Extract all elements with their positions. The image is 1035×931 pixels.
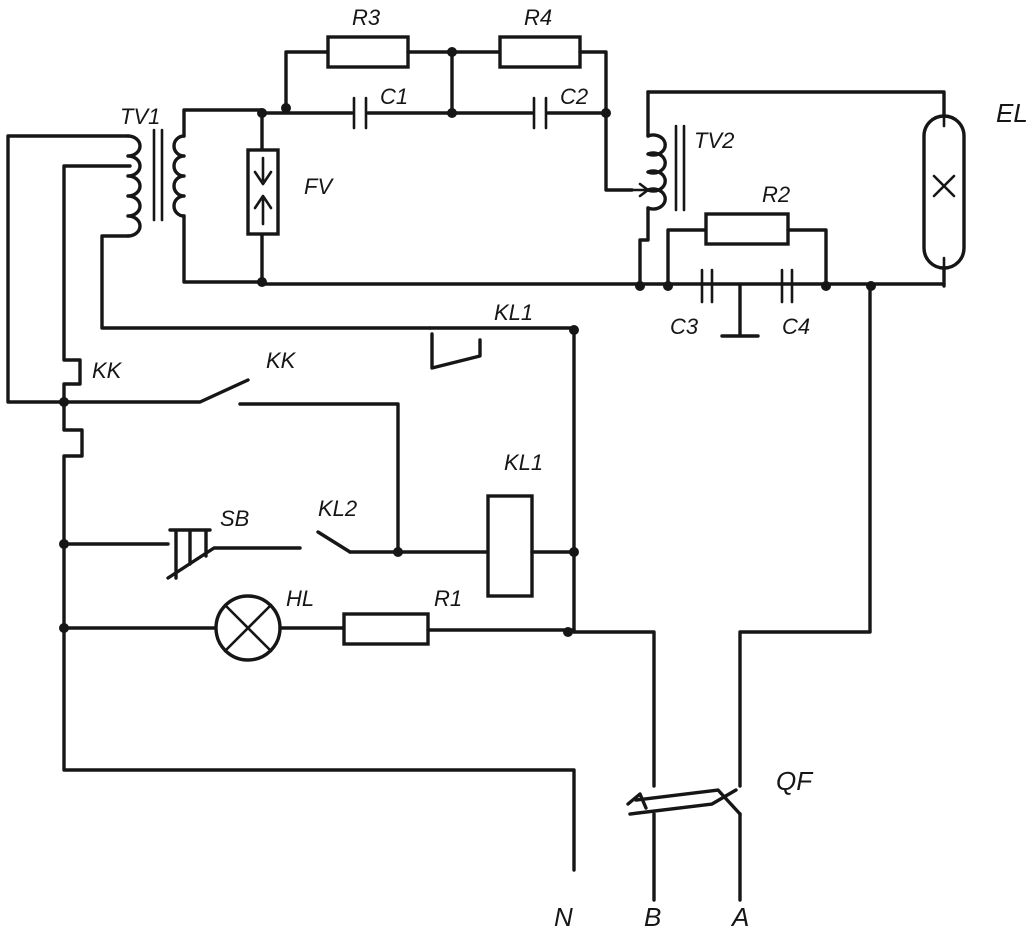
contact-kl1 <box>430 332 482 370</box>
label-r2: R2 <box>762 182 790 207</box>
rc-network-r2-c3-c4 <box>666 212 828 338</box>
resistor-r1 <box>342 612 430 646</box>
label-r3: R3 <box>352 5 381 30</box>
line-n <box>62 628 576 872</box>
tv2-coil <box>646 133 667 211</box>
capacitor-c4 <box>780 268 794 304</box>
transformer-tv1 <box>126 108 264 284</box>
label-hl: HL <box>286 586 314 611</box>
component-labels: R3 R4 C1 C2 TV1 FV TV2 EL R2 C3 C4 KL1 K… <box>92 5 1028 931</box>
label-kl1-coil: KL1 <box>504 450 543 475</box>
thermal-relay-kk <box>59 164 132 632</box>
tv1-primary-coil <box>126 134 142 238</box>
line-b-top <box>572 630 656 788</box>
label-tv1: TV1 <box>120 104 160 129</box>
label-b: B <box>644 902 661 931</box>
label-r1: R1 <box>434 586 462 611</box>
label-c1: C1 <box>380 84 408 109</box>
label-c3: C3 <box>670 314 699 339</box>
top-rc-network <box>257 35 634 192</box>
label-tv2: TV2 <box>694 128 734 153</box>
resistor-r4 <box>498 35 582 69</box>
label-kl1-contact: KL1 <box>494 300 533 325</box>
main-bus <box>260 281 946 291</box>
label-r4: R4 <box>524 5 552 30</box>
label-el: EL <box>996 98 1028 128</box>
capacitor-c1 <box>352 96 368 130</box>
breaker-qf <box>626 788 742 816</box>
supply-lines <box>62 284 872 902</box>
capacitor-c3 <box>700 268 714 304</box>
label-fv: FV <box>304 174 334 199</box>
control-row-sb-kl2 <box>59 328 579 634</box>
button-sb <box>166 528 302 580</box>
label-c2: C2 <box>560 84 588 109</box>
capacitor-c2 <box>532 96 548 130</box>
contact-kl2 <box>316 530 352 554</box>
label-sb: SB <box>220 506 249 531</box>
label-a: A <box>730 902 749 931</box>
indicator-row-hl-r1 <box>59 594 576 662</box>
lamp-el <box>922 114 966 288</box>
label-n: N <box>554 902 573 931</box>
tv1-secondary-coil <box>172 134 186 218</box>
transformer-tv2 <box>630 90 946 288</box>
kk-contact-line <box>62 378 400 552</box>
coil-kl1 <box>486 494 534 598</box>
line-a-top <box>738 284 872 788</box>
spark-gap-fv <box>246 111 280 287</box>
label-kk-contact: KK <box>266 348 297 373</box>
resistor-r3 <box>326 35 410 69</box>
label-kl2: KL2 <box>318 496 357 521</box>
label-kk-thermal: KK <box>92 358 123 383</box>
resistor-r2 <box>704 212 790 246</box>
label-qf: QF <box>776 766 814 796</box>
label-c4: C4 <box>782 314 810 339</box>
